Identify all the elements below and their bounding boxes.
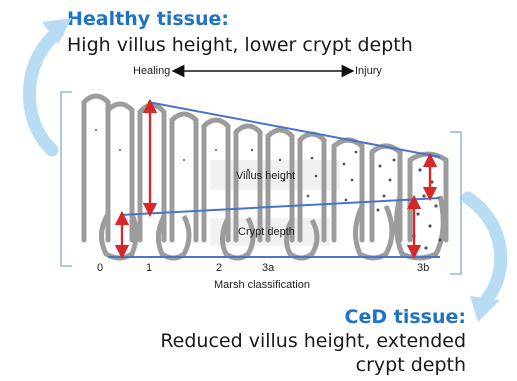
villus: [108, 104, 132, 240]
crypt-top-line: [120, 198, 440, 215]
marsh-stage-3b: 3b: [417, 262, 429, 274]
right-bracket: [450, 132, 461, 274]
marsh-stage-0: 0: [97, 262, 103, 274]
marsh-stage-3a: 3a: [262, 262, 274, 274]
ced-tissue-title: CeD tissue:: [345, 306, 466, 328]
marsh-stage-1: 1: [146, 262, 152, 274]
ced-tissue-line2: crypt depth: [356, 354, 466, 376]
ced-tissue-line1: Reduced villus height, extended: [160, 330, 466, 352]
marsh-classification-label: Marsh classification: [214, 279, 310, 291]
lower-curved-arrow-head: [470, 296, 500, 322]
left-bracket: [61, 92, 72, 266]
marsh-stage-2: 2: [216, 262, 222, 274]
crypt-depth-label: Crypt depth: [238, 226, 295, 238]
upper-curved-arrow: [29, 32, 58, 150]
villus-height-label: Villus height: [236, 170, 295, 182]
lower-curved-arrow: [468, 198, 501, 300]
